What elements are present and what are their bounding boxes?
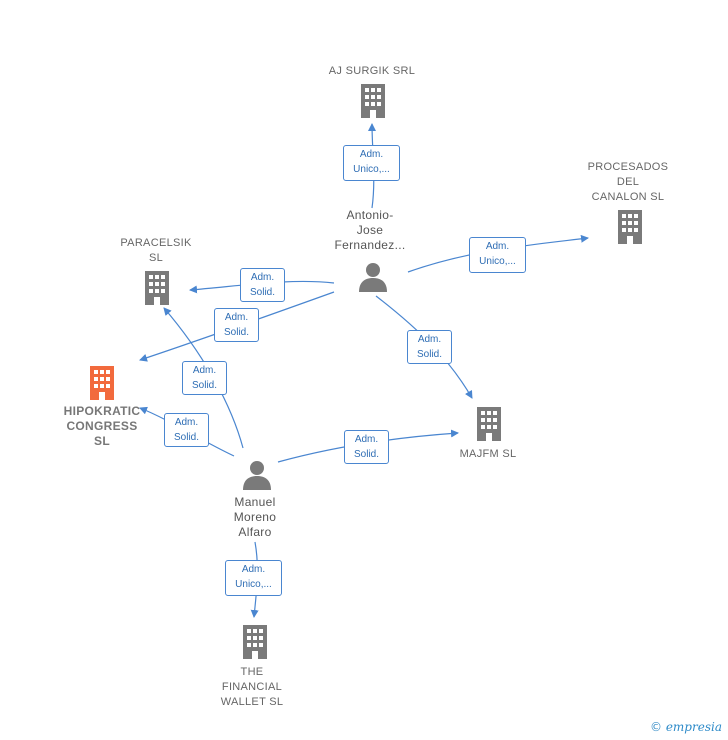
edge-label-antonio-aj-surgik[interactable]: Adm. Unico,... [343,145,400,181]
majfm-building-icon[interactable] [477,407,501,441]
node-label-hipokratic[interactable]: HIPOKRATIC CONGRESS SL [63,404,141,448]
brand-name: empresia [665,720,722,734]
node-label-manuel[interactable]: Manuel Moreno Alfaro [233,495,277,539]
copyright-icon: © [650,720,662,734]
node-label-aj-surgik[interactable]: AJ SURGIK SRL [328,65,416,77]
edge-label-antonio-procesados[interactable]: Adm. Unico,... [469,237,526,273]
manuel-person-icon[interactable] [243,461,271,490]
node-label-majfm[interactable]: MAJFM SL [459,448,517,460]
node-label-antonio[interactable]: Antonio- Jose Fernandez... [334,208,406,252]
edge-label-antonio-paracelsik[interactable]: Adm. Solid. [240,268,285,302]
hipokratic-building-icon[interactable] [90,366,114,400]
edge-label-antonio-majfm[interactable]: Adm. Solid. [407,330,452,364]
edge-label-manuel-hipokratic[interactable]: Adm. Solid. [164,413,209,447]
edge-label-manuel-financial[interactable]: Adm. Unico,... [225,560,282,596]
node-label-paracelsik[interactable]: PARACELSIK SL [120,237,192,264]
node-label-procesados[interactable]: PROCESADOS DEL CANALON SL [587,161,669,203]
financial-building-icon[interactable] [243,625,267,659]
aj-surgik-building-icon[interactable] [361,84,385,118]
edge-label-antonio-hipokratic[interactable]: Adm. Solid. [214,308,259,342]
edge-label-manuel-majfm[interactable]: Adm. Solid. [344,430,389,464]
procesados-building-icon[interactable] [618,210,642,244]
paracelsik-building-icon[interactable] [145,271,169,305]
antonio-person-icon[interactable] [359,263,387,292]
node-label-financial[interactable]: THE FINANCIAL WALLET SL [220,666,284,708]
brand-footer[interactable]: © empresia [650,720,722,734]
edge-label-manuel-paracelsik[interactable]: Adm. Solid. [182,361,227,395]
